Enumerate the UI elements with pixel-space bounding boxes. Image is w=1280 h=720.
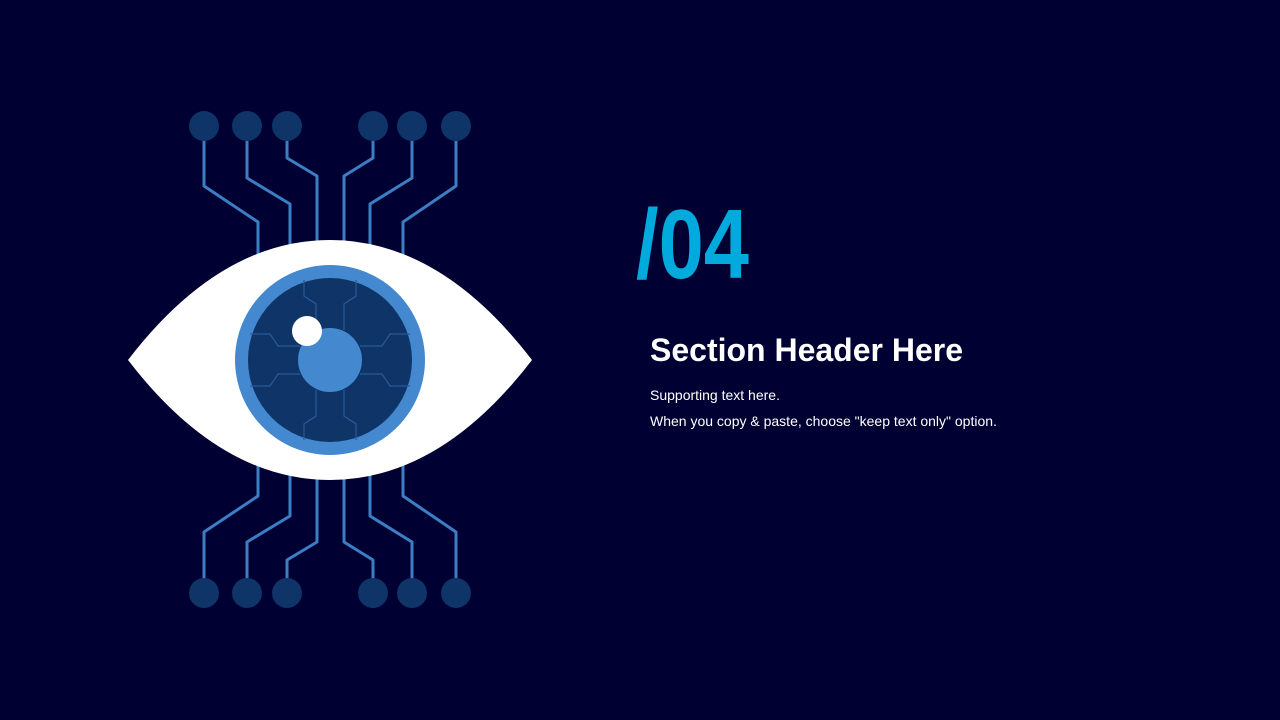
circuit-nodes-top — [189, 111, 471, 141]
eye-highlight — [292, 316, 322, 346]
circuit-traces-top — [202, 126, 458, 262]
section-number: /04 — [636, 188, 749, 290]
section-header: Section Header Here — [650, 332, 964, 368]
supporting-text: Supporting text here. When you copy & pa… — [650, 382, 997, 434]
supporting-line-2: When you copy & paste, choose "keep text… — [650, 413, 997, 429]
section-number-text: /04 — [636, 188, 749, 290]
circuit-traces-bottom — [202, 456, 458, 593]
supporting-line-1: Supporting text here. — [650, 387, 780, 403]
iris-circuit-pattern — [250, 280, 410, 440]
circuit-nodes-bottom — [189, 578, 471, 608]
eye-circuit-illustration — [128, 111, 532, 608]
